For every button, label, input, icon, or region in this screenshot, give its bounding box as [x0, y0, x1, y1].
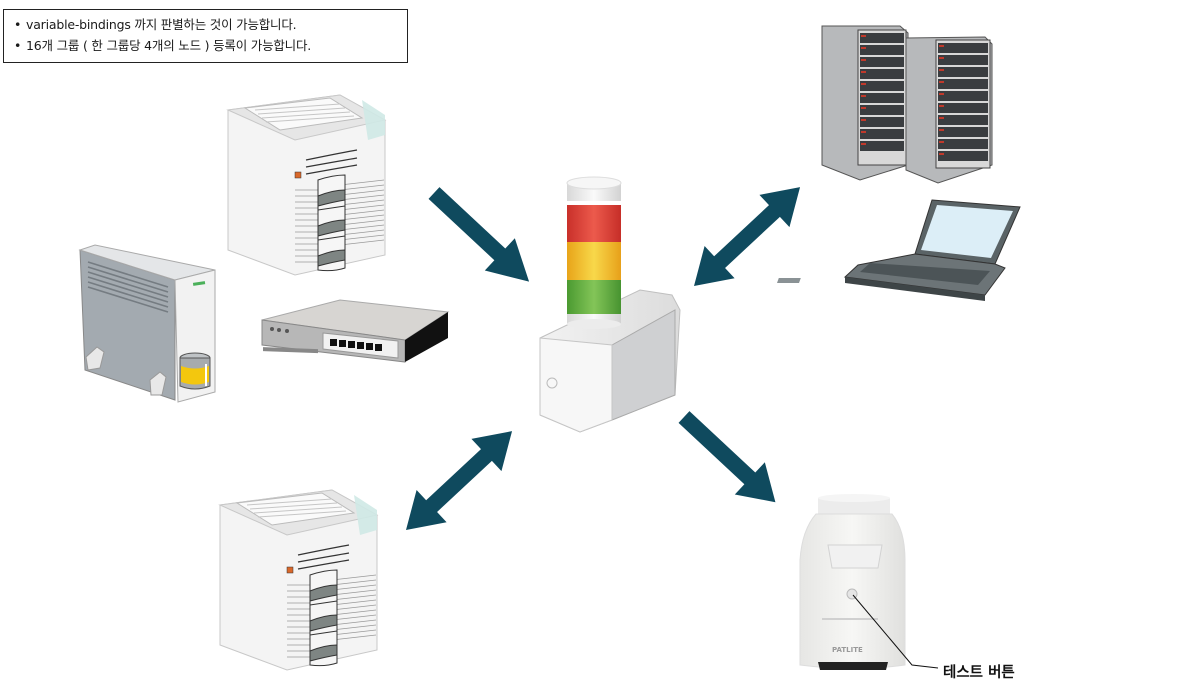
arrows [406, 187, 801, 530]
tower-closeup: PATLITE [799, 494, 939, 670]
yellow-light [567, 242, 621, 280]
note-line: •variable-bindings 까지 판별하는 것이 가능합니다. [14, 17, 297, 32]
note-line: •16개 그룹 ( 한 그룹당 4개의 노드 ) 등록이 가능합니다. [14, 38, 312, 53]
green-light [567, 280, 621, 314]
center-signal-tower [539, 176, 681, 433]
feature-notes-box: •variable-bindings 까지 판별하는 것이 가능합니다. •16… [3, 9, 408, 63]
laptop [776, 199, 1021, 301]
storage-tower [78, 244, 216, 403]
test-button-label: 테스트 버튼 [943, 665, 1015, 681]
server-racks [821, 25, 993, 184]
arrow-tower-printer-bidirectional [406, 431, 513, 530]
brand-text: PATLITE [832, 646, 863, 654]
callout-line [852, 594, 939, 669]
server-rack-units [860, 33, 904, 151]
network-switch [261, 299, 450, 363]
arrow-printer-to-tower [428, 187, 530, 282]
arrow-tower-to-closeup [678, 411, 776, 503]
red-light [567, 205, 621, 242]
printer-top [226, 94, 387, 276]
printer-bottom [218, 489, 379, 671]
arrow-tower-server-bidirectional [694, 187, 801, 286]
